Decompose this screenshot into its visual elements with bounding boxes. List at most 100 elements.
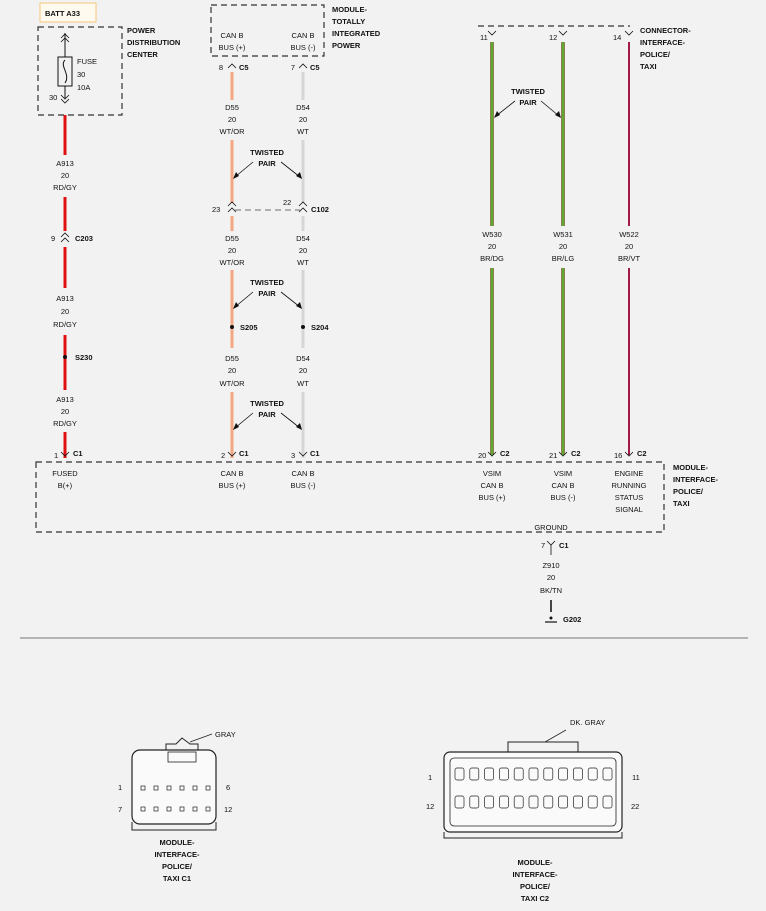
svg-text:C1: C1 bbox=[73, 449, 83, 458]
module-pin-can-minus: 3 C1 CAN B BUS (-) bbox=[291, 449, 320, 490]
svg-text:C5: C5 bbox=[310, 63, 320, 72]
svg-text:VSIM: VSIM bbox=[483, 469, 501, 478]
connector-c1-cavity bbox=[192, 785, 198, 791]
svg-text:20: 20 bbox=[61, 407, 69, 416]
svg-text:CAN B: CAN B bbox=[221, 31, 244, 40]
connector-c1-pin-7: 7 bbox=[118, 805, 122, 814]
pdc-title: POWER DISTRIBUTION CENTER bbox=[127, 26, 180, 59]
tipm-pin-can-plus: CAN B BUS (+) 8 C5 bbox=[219, 31, 249, 72]
svg-text:INTEGRATED: INTEGRATED bbox=[332, 29, 381, 38]
module-pin-engine: 16 C2 ENGINE RUNNING STATUS SIGNAL bbox=[612, 449, 647, 514]
connector-c1-title: MODULE- INTERFACE- POLICE/ TAXI C1 bbox=[155, 838, 201, 883]
svg-text:CAN B: CAN B bbox=[552, 481, 575, 490]
svg-text:C5: C5 bbox=[239, 63, 249, 72]
svg-text:PAIR: PAIR bbox=[519, 98, 537, 107]
connector-c2-cavity bbox=[558, 767, 568, 781]
svg-text:20: 20 bbox=[478, 451, 486, 460]
batt-label: BATT A33 bbox=[45, 9, 80, 18]
svg-text:C2: C2 bbox=[571, 449, 581, 458]
label-d54-1: D54 20 WT bbox=[296, 103, 310, 136]
module-title: MODULE- INTERFACE- POLICE/ TAXI bbox=[673, 463, 719, 508]
connector-c2-cavity bbox=[543, 795, 554, 809]
module-pin-vsim-minus: 21 C2 VSIM CAN B BUS (-) bbox=[549, 449, 581, 502]
svg-text:D54: D54 bbox=[296, 234, 310, 243]
svg-text:PAIR: PAIR bbox=[258, 410, 276, 419]
connector-c2-cavity bbox=[454, 767, 465, 781]
svg-text:8: 8 bbox=[219, 63, 223, 72]
connector-c1-cavity bbox=[179, 785, 185, 791]
svg-text:BR/LG: BR/LG bbox=[552, 254, 575, 263]
svg-text:BUS (-): BUS (-) bbox=[551, 493, 577, 502]
svg-text:2: 2 bbox=[221, 451, 225, 460]
svg-text:C203: C203 bbox=[75, 234, 93, 243]
svg-text:14: 14 bbox=[613, 33, 621, 42]
connector-c2-cavity bbox=[454, 795, 465, 809]
connector-c2-cavity bbox=[528, 795, 539, 809]
module-pin-can-plus: 2 C1 CAN B BUS (+) bbox=[219, 449, 249, 490]
connector-c2-pin-11: 11 bbox=[632, 773, 640, 782]
svg-text:TAXI C2: TAXI C2 bbox=[521, 894, 549, 903]
connector-c2-pin-1: 1 bbox=[428, 773, 432, 782]
svg-text:20: 20 bbox=[625, 242, 633, 251]
svg-text:10A: 10A bbox=[77, 83, 90, 92]
svg-text:TWISTED: TWISTED bbox=[250, 148, 284, 157]
svg-text:S230: S230 bbox=[75, 353, 93, 362]
splice-s230: S230 bbox=[63, 353, 93, 362]
svg-text:MODULE-: MODULE- bbox=[160, 838, 195, 847]
svg-text:VSIM: VSIM bbox=[554, 469, 572, 478]
label-a913-3: A913 20 RD/GY bbox=[53, 395, 77, 428]
connector-c2-cavity bbox=[587, 795, 598, 809]
svg-text:W531: W531 bbox=[553, 230, 573, 239]
label-d55-1: D55 20 WT/OR bbox=[220, 103, 246, 136]
svg-text:S205: S205 bbox=[240, 323, 258, 332]
pdc-terminal-icon bbox=[60, 94, 70, 104]
svg-text:PAIR: PAIR bbox=[258, 289, 276, 298]
svg-text:11: 11 bbox=[480, 33, 488, 42]
label-w522: W522 20 BR/VT bbox=[618, 230, 641, 263]
svg-text:30: 30 bbox=[77, 70, 85, 79]
svg-text:RD/GY: RD/GY bbox=[53, 419, 77, 428]
svg-text:1: 1 bbox=[54, 451, 58, 460]
connector-c2-cavity bbox=[602, 795, 613, 809]
svg-text:BK/TN: BK/TN bbox=[540, 586, 562, 595]
svg-text:POWER: POWER bbox=[332, 41, 361, 50]
svg-text:TWISTED: TWISTED bbox=[511, 87, 545, 96]
twisted-pair-1: TWISTED PAIR bbox=[233, 148, 302, 179]
svg-text:CAN B: CAN B bbox=[221, 469, 244, 478]
svg-text:20: 20 bbox=[488, 242, 496, 251]
svg-text:C1: C1 bbox=[239, 449, 249, 458]
label-d55-2: D55 20 WT/OR bbox=[220, 234, 246, 267]
label-z910: Z910 20 BK/TN bbox=[540, 561, 562, 595]
svg-text:INTERFACE-: INTERFACE- bbox=[673, 475, 719, 484]
svg-text:RUNNING: RUNNING bbox=[612, 481, 647, 490]
connector-c2-cavity bbox=[499, 767, 509, 781]
twisted-pair-4: TWISTED PAIR bbox=[494, 87, 561, 118]
connector-c2-cavity bbox=[573, 795, 583, 809]
svg-text:INTERFACE-: INTERFACE- bbox=[640, 38, 686, 47]
svg-text:MODULE-: MODULE- bbox=[332, 5, 367, 14]
svg-text:FUSED: FUSED bbox=[52, 469, 78, 478]
svg-text:20: 20 bbox=[547, 573, 555, 582]
svg-text:D55: D55 bbox=[225, 354, 239, 363]
svg-text:RD/GY: RD/GY bbox=[53, 183, 77, 192]
module-pin-vsim-plus: 20 C2 VSIM CAN B BUS (+) bbox=[478, 449, 510, 502]
connector-c1-cavity bbox=[205, 806, 211, 812]
svg-text:CAN B: CAN B bbox=[292, 469, 315, 478]
connector-c2-cavity bbox=[528, 767, 539, 781]
connector-c2-cavity bbox=[573, 767, 583, 781]
svg-text:CAN B: CAN B bbox=[481, 481, 504, 490]
svg-text:20: 20 bbox=[61, 171, 69, 180]
svg-text:C102: C102 bbox=[311, 205, 329, 214]
svg-text:20: 20 bbox=[299, 366, 307, 375]
connector-c2-cavity bbox=[587, 767, 598, 781]
connector-c1-pin-6: 6 bbox=[226, 783, 230, 792]
label-d54-2: D54 20 WT bbox=[296, 234, 310, 267]
svg-text:20: 20 bbox=[228, 246, 236, 255]
svg-text:21: 21 bbox=[549, 451, 557, 460]
svg-text:W522: W522 bbox=[619, 230, 639, 239]
connector-c203: 9 C203 bbox=[51, 232, 93, 243]
svg-text:S204: S204 bbox=[311, 323, 329, 332]
connector-c1-cavity bbox=[153, 785, 159, 791]
connector-c2-cavity bbox=[484, 795, 494, 809]
